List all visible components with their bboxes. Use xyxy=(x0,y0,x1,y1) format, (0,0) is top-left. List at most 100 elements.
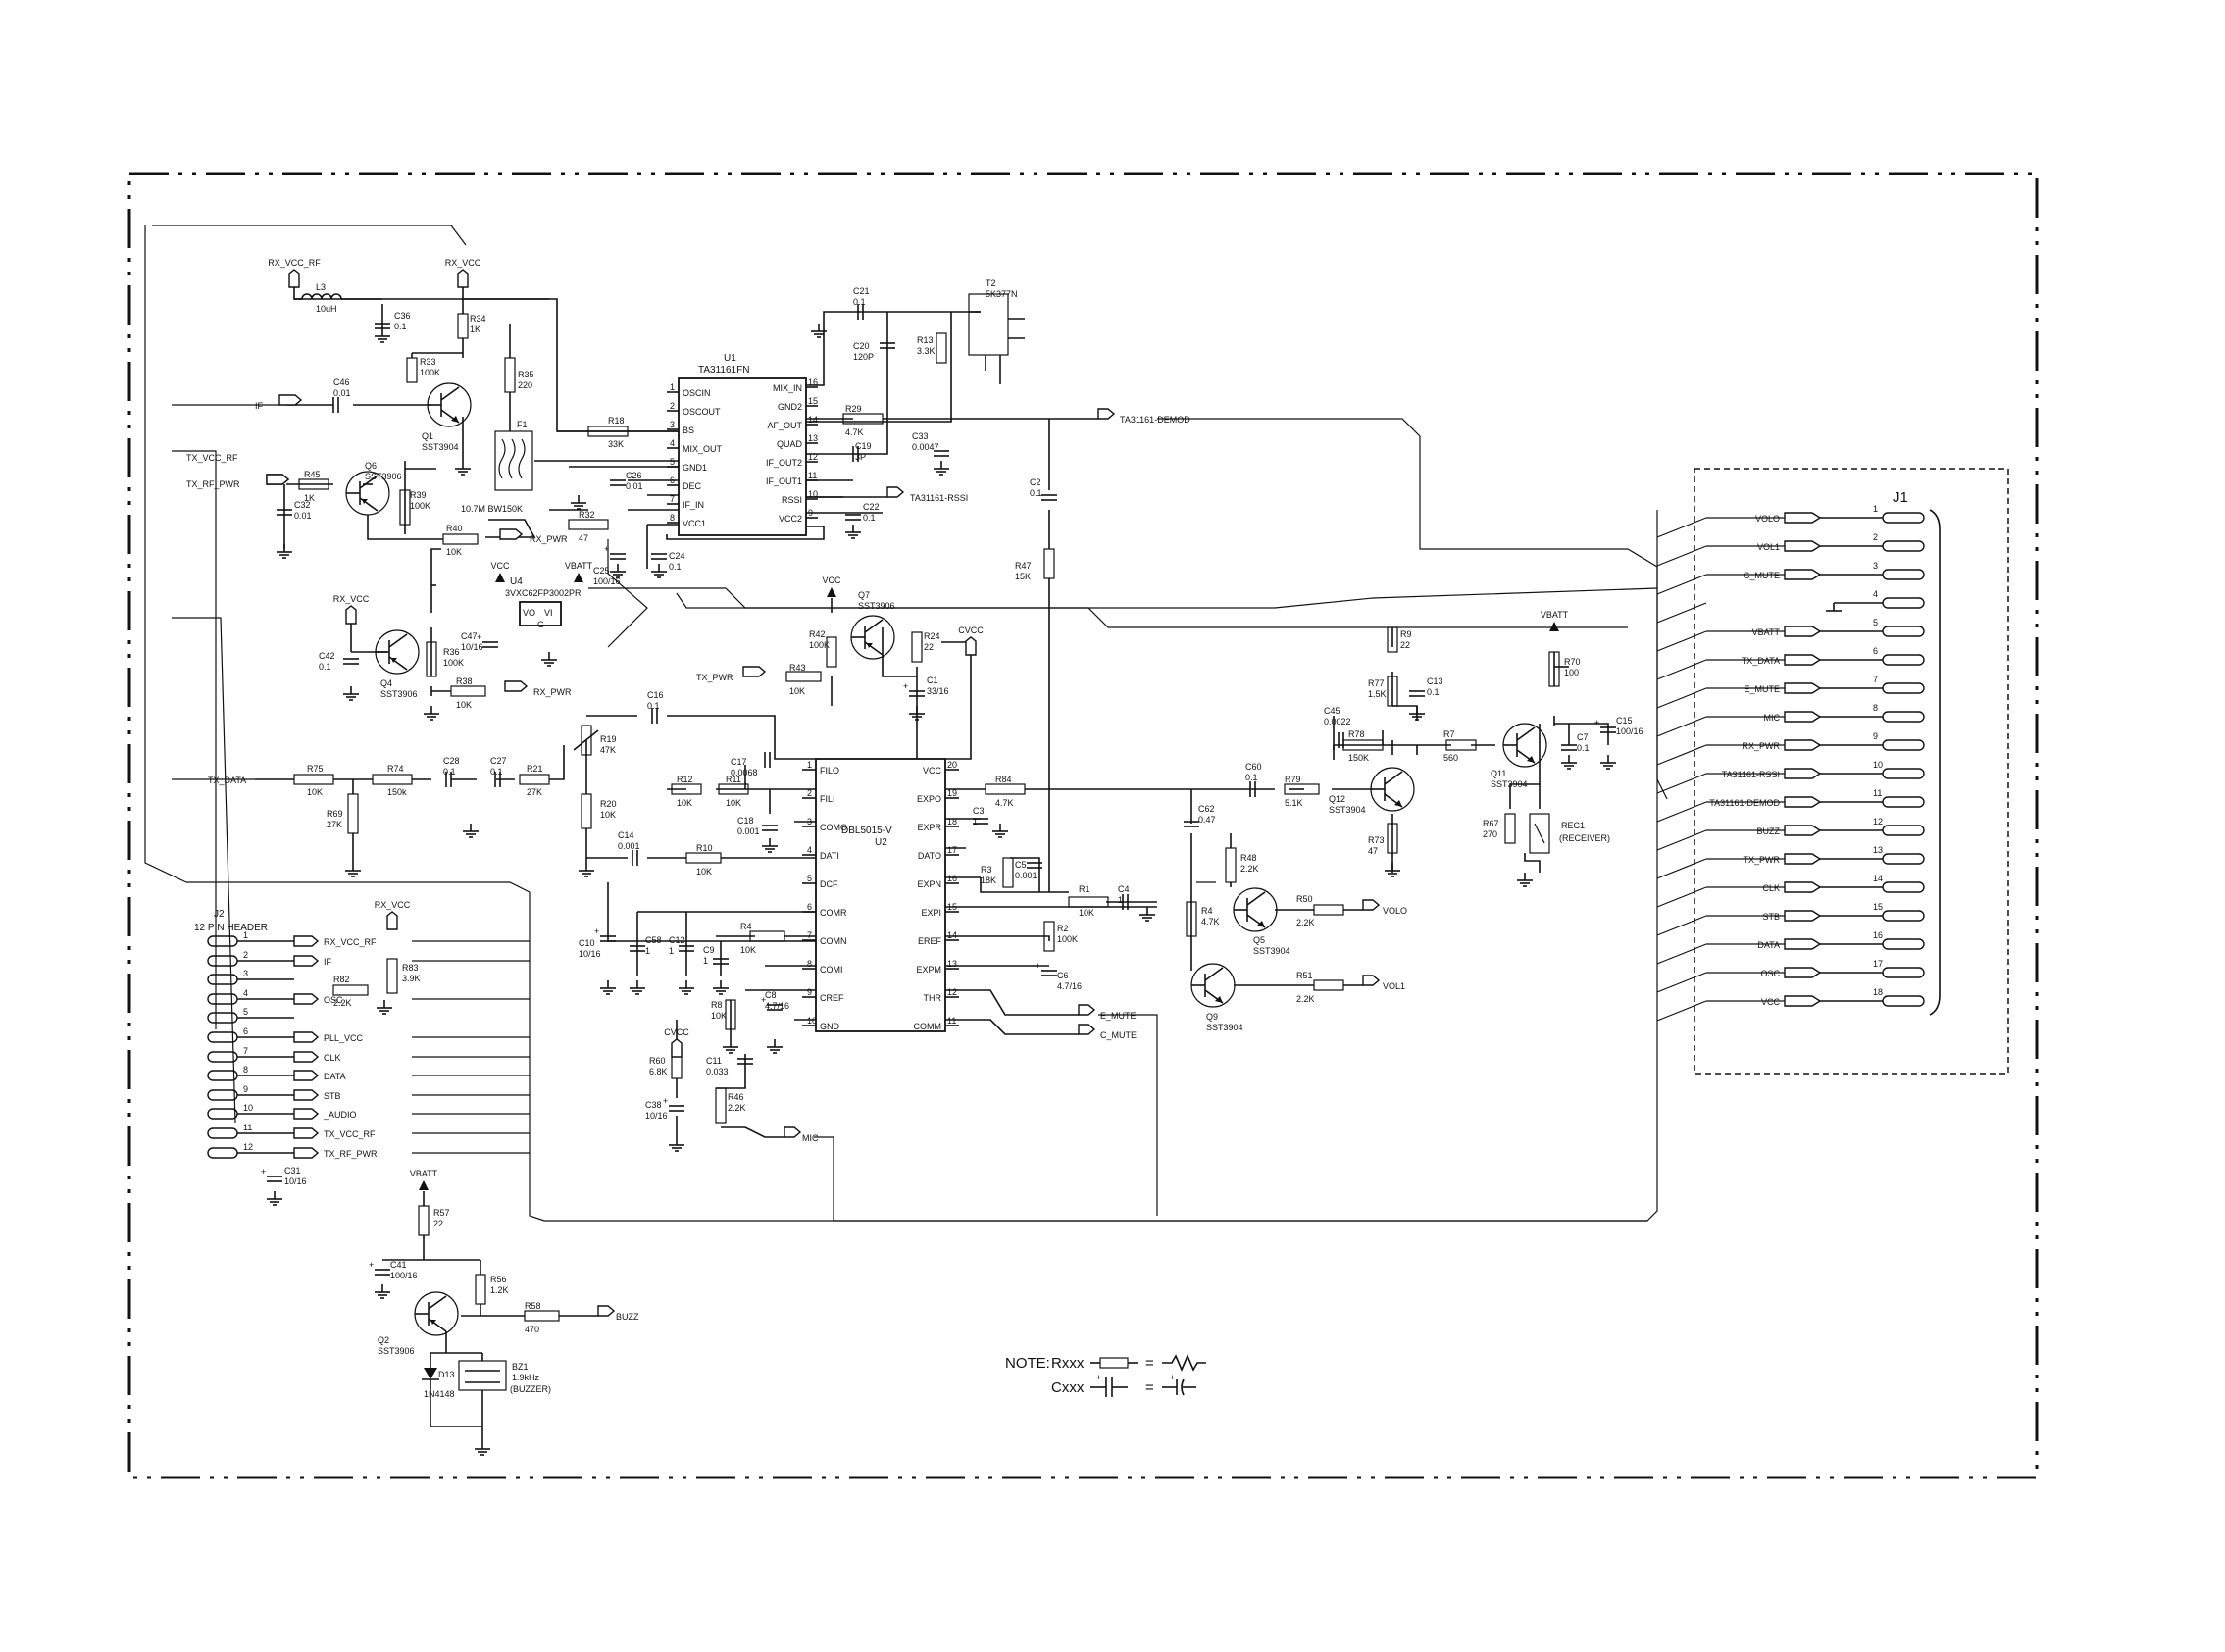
part-value: 1K xyxy=(304,493,315,503)
receiver-rec1 xyxy=(1529,813,1550,854)
j2-pin-socket xyxy=(207,1070,238,1081)
u1-pin-name: GND1 xyxy=(683,463,707,473)
part-value: 10/16 xyxy=(461,642,483,652)
j2-signal-label: OSC xyxy=(324,995,343,1005)
j2-signal-flag xyxy=(293,1108,320,1120)
part-value: SST3904 xyxy=(1491,779,1528,789)
part-value: SST3906 xyxy=(378,1346,415,1356)
u2-pin-name: COMO xyxy=(820,823,847,832)
j2-signal-flag xyxy=(293,935,320,947)
resistor-r32 xyxy=(568,519,609,530)
u2-pin-number: 6 xyxy=(807,902,812,912)
part-ref: L3 xyxy=(316,282,326,292)
j2-signal-label: RX_VCC_RF xyxy=(324,937,377,947)
j1-signal-label: OSC xyxy=(1760,969,1780,978)
u1-pin-name: VCC1 xyxy=(683,519,706,528)
part-ref: C27 xyxy=(490,756,507,766)
u1-pin-number: 7 xyxy=(670,494,675,504)
j2-signal-label: TX_VCC_RF xyxy=(324,1129,376,1139)
note-eq-1: = xyxy=(1145,1355,1154,1372)
j1-signal-label: TX_DATA xyxy=(1742,656,1780,666)
j1-pin-socket xyxy=(1882,711,1925,723)
rail-vcc-q7-arrow xyxy=(827,587,836,597)
part-value: 4.7K xyxy=(995,798,1014,808)
net-tx-pwr: TX_PWR xyxy=(696,673,733,682)
part-ref: R9 xyxy=(1400,629,1412,639)
j1-signal-label: TA31161-RSSI xyxy=(1722,770,1780,779)
part-value: 27K xyxy=(527,787,542,797)
part-value: SST3906 xyxy=(858,601,895,611)
j2-pin-number: 10 xyxy=(243,1103,253,1113)
net-flag-rx-pwr xyxy=(499,528,524,540)
part-value: 10K xyxy=(789,686,805,696)
part-ref: R77 xyxy=(1368,678,1385,688)
j1-signal-label: TA31161-DEMOD xyxy=(1709,798,1780,808)
u1-pin-name: IF_IN xyxy=(683,500,704,510)
j1-signal-label: VBATT xyxy=(1752,627,1781,637)
j1-signal-flag xyxy=(1784,881,1822,893)
bus-lines xyxy=(144,225,1658,1222)
u2-pin-name: EXPO xyxy=(917,794,941,804)
u2-pin-name: COMN xyxy=(820,936,847,946)
u1-pin-name: IF_OUT2 xyxy=(766,458,802,468)
u1-pin-name: DEC xyxy=(683,481,702,491)
part-ref: BZ1 xyxy=(512,1362,529,1372)
part-ref: C22 xyxy=(863,502,880,512)
u2-pin-number: 8 xyxy=(807,959,812,969)
j1-pin-socket xyxy=(1882,796,1925,808)
j1-pin-socket xyxy=(1882,768,1925,779)
part-ref: C36 xyxy=(394,311,411,321)
part-value: 3.9K xyxy=(402,974,421,983)
j2-pin-number: 7 xyxy=(243,1046,248,1056)
part-value: 22 xyxy=(924,642,934,652)
j1-pin-socket xyxy=(1882,540,1925,552)
part-ref: C16 xyxy=(647,690,664,700)
j2-ref: J2 xyxy=(214,909,225,920)
resistor-r82 xyxy=(332,984,369,996)
part-value: 5K377N xyxy=(986,289,1018,299)
net-rssi: TA31161-RSSI xyxy=(910,493,968,503)
part-value: 4.7K xyxy=(1201,917,1220,926)
u4-body xyxy=(519,601,562,626)
part-value: SST3904 xyxy=(1253,946,1290,956)
u1-pin-number: 11 xyxy=(808,471,817,480)
j1-pin-number: 7 xyxy=(1873,675,1878,684)
j2-signal-label: IF xyxy=(324,957,332,967)
buzzer-bz1 xyxy=(458,1360,507,1391)
resistor-r46 xyxy=(715,1087,727,1124)
j1-pin-number: 9 xyxy=(1873,731,1878,741)
j1-signal-flag xyxy=(1784,626,1822,637)
resistor-r13 xyxy=(936,332,947,364)
part-value: 10K xyxy=(711,1011,727,1021)
resistor-r77 xyxy=(1387,676,1398,707)
u2-pin-name: DATO xyxy=(918,851,941,861)
j2-pin-number: 9 xyxy=(243,1084,248,1094)
j1-pin-number: 3 xyxy=(1873,561,1878,571)
part-ref: R34 xyxy=(470,314,486,324)
j2-pin-socket xyxy=(207,1147,238,1159)
u2-pin-number: 17 xyxy=(947,845,957,855)
j2-pin-socket xyxy=(207,974,238,985)
part-ref: R8 xyxy=(711,1000,723,1010)
part-ref: R67 xyxy=(1483,819,1499,828)
resistor-r51 xyxy=(1313,979,1344,991)
j1-signal-flag xyxy=(1784,796,1822,808)
part-value: 100K xyxy=(809,640,830,650)
part-value: 10K xyxy=(600,810,616,820)
u1-pin-name: RSSI xyxy=(782,495,802,505)
part-value: 2.2K xyxy=(728,1103,746,1113)
j2-pin-number: 3 xyxy=(243,969,248,978)
part-value: 0.1 xyxy=(443,767,456,776)
note-rxxx: Rxxx xyxy=(1051,1355,1085,1372)
part-ref: C28 xyxy=(443,756,460,766)
u2-pin-name: FILI xyxy=(820,794,835,804)
part-ref: R4 xyxy=(740,922,752,931)
u1-pin-list: 1OSCIN2OSCOUT3BS4MIX_OUT5GND16DEC7IF_IN8… xyxy=(667,377,818,528)
part-ref: R10 xyxy=(696,843,713,853)
j1-pin-socket xyxy=(1882,682,1925,694)
part-value: 100K xyxy=(420,368,440,377)
part-value: 1 xyxy=(645,946,650,956)
part-ref: R7 xyxy=(1443,729,1455,739)
u2-pin-name: EREF xyxy=(918,936,942,946)
resistor-r11 xyxy=(718,783,749,795)
